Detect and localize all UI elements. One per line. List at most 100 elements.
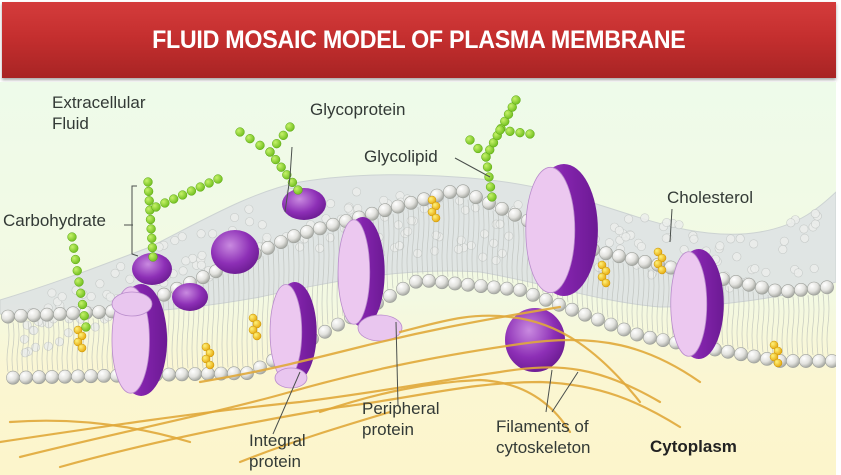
sheet-head — [296, 243, 304, 251]
sugar-bead — [148, 243, 157, 252]
sugar-bead — [144, 178, 153, 187]
sugar-bead — [488, 193, 497, 202]
phospholipid-head — [625, 252, 638, 265]
sheet-head — [344, 204, 352, 212]
phospholipid-head — [422, 274, 435, 287]
sheet-head — [780, 237, 788, 245]
sheet-head — [117, 262, 125, 270]
phospholipid-head — [32, 371, 45, 384]
sheet-head — [810, 264, 818, 272]
phospholipid-head — [799, 354, 812, 367]
sheet-head — [496, 220, 504, 228]
label-filaments-line2: cytoskeleton — [496, 437, 591, 458]
sheet-head — [20, 335, 28, 343]
phospholipid-head — [1, 310, 14, 323]
phospholipid-head — [40, 308, 53, 321]
phospholipid-head — [578, 308, 591, 321]
sheet-head — [55, 338, 63, 346]
phospholipid-head — [456, 185, 469, 198]
sheet-head — [87, 292, 95, 300]
protein-face — [526, 167, 575, 292]
sheet-head — [263, 233, 271, 241]
phospholipid-head — [378, 204, 391, 217]
label-filaments-of-cytoskeleton: Filaments of cytoskeleton — [496, 416, 591, 458]
sugar-bead — [246, 134, 255, 143]
sugar-bead — [147, 224, 156, 233]
phospholipid-head — [807, 282, 820, 295]
phospholipid-head — [742, 278, 755, 291]
sugar-bead — [146, 215, 155, 224]
sheet-head — [245, 218, 253, 226]
sugar-bead — [266, 148, 275, 157]
phospholipid-head — [820, 281, 833, 294]
sheet-head — [690, 235, 698, 243]
label-integral-protein: Integral protein — [249, 430, 306, 472]
phospholipid-head — [261, 241, 274, 254]
sheet-head — [198, 251, 206, 259]
sheet-head — [197, 261, 205, 269]
integral-protein-upper — [338, 217, 385, 327]
sugar-bead — [76, 289, 85, 298]
phospholipid-head — [6, 371, 19, 384]
phospholipid-head — [500, 282, 513, 295]
sheet-head — [716, 242, 724, 250]
sheet-head — [762, 268, 770, 276]
sheet-head — [480, 230, 488, 238]
sugar-bead — [73, 266, 82, 275]
phospholipid-head — [526, 288, 539, 301]
phospholipid-head — [656, 334, 669, 347]
phospholipid-head — [508, 208, 521, 221]
sheet-head — [179, 267, 187, 275]
sheet-head — [91, 323, 99, 331]
sugar-bead — [78, 300, 87, 309]
phospholipid-head — [794, 283, 807, 296]
phospholipid-head — [599, 247, 612, 260]
phospholipid-head — [45, 370, 58, 383]
sheet-head — [171, 236, 179, 244]
phospholipid-head — [552, 298, 565, 311]
phospholipid-head — [383, 289, 396, 302]
sheet-head — [245, 205, 253, 213]
sheet-head — [641, 214, 649, 222]
phospholipid-head — [643, 331, 656, 344]
phospholipid-head — [617, 323, 630, 336]
phospholipid-head — [768, 284, 781, 297]
phospholipid-head — [396, 282, 409, 295]
sheet-head — [675, 221, 683, 229]
label-cytoplasm: Cytoplasm — [650, 436, 737, 457]
phospholipid-head — [201, 367, 214, 380]
sugar-bead — [80, 311, 89, 320]
sugar-bead — [294, 186, 303, 195]
phospholipid-head — [638, 255, 651, 268]
phospholipid-head — [461, 278, 474, 291]
sheet-head — [467, 241, 475, 249]
phospholipid-head — [469, 191, 482, 204]
glycoprotein-dome — [282, 188, 326, 220]
sheet-head — [615, 226, 623, 234]
phospholipid-head — [188, 368, 201, 381]
sheet-head — [64, 329, 72, 337]
phospholipid-head — [812, 354, 825, 367]
sheet-head — [624, 215, 632, 223]
sugar-bead — [526, 130, 535, 139]
sheet-head — [197, 230, 205, 238]
sheet-head — [352, 188, 360, 196]
phospholipid-head — [318, 325, 331, 338]
sugar-bead — [160, 199, 169, 208]
phospholipid-head — [565, 303, 578, 316]
sugar-bead — [272, 139, 281, 148]
label-glycoprotein: Glycoprotein — [310, 99, 405, 120]
glycoprotein-dome — [211, 230, 259, 274]
sugar-bead — [196, 183, 205, 192]
sheet-head — [751, 264, 759, 272]
peripheral-protein-shape — [358, 315, 402, 341]
sheet-head — [733, 253, 741, 261]
sheet-head — [811, 209, 819, 217]
sugar-bead — [474, 144, 483, 153]
label-integral-line2: protein — [249, 451, 306, 472]
sugar-bead — [149, 253, 158, 262]
phospholipid-head — [734, 348, 747, 361]
sheet-head — [811, 220, 819, 228]
sugar-bead — [286, 123, 295, 132]
phospholipid-head — [53, 307, 66, 320]
